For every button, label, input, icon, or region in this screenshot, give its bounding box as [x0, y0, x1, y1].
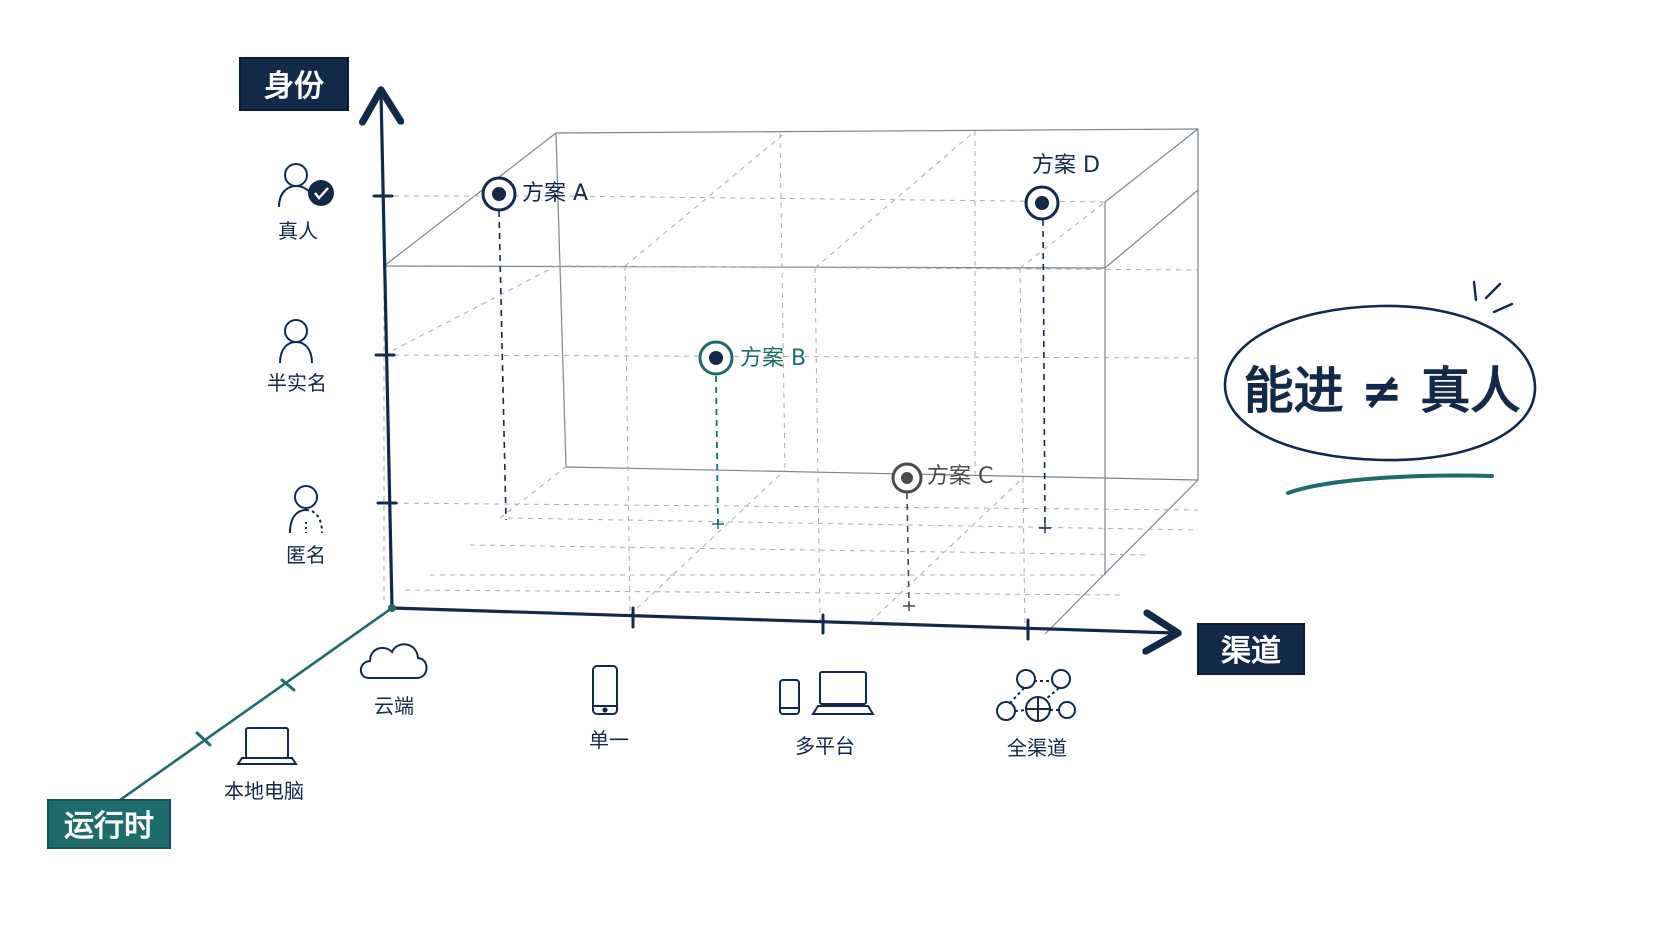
scheme-a-marker[interactable]: 方案 A [481, 176, 588, 521]
phone-icon [592, 665, 618, 715]
channel-axis-line [390, 606, 1175, 633]
scheme-b-label: 方案 B [740, 346, 806, 371]
identity-level-label: 半实名 [267, 371, 327, 395]
channel-axis-tag: 渠道 [1197, 623, 1305, 675]
runtime-level-label: 云端 [374, 694, 414, 718]
identity-level-anon: 匿名 [286, 485, 326, 567]
scheme-d-marker[interactable]: 方案 D [1024, 153, 1100, 533]
identity-level-semi: 半实名 [267, 319, 327, 395]
runtime-axis-tag: 运行时 [47, 799, 171, 849]
callout-bubble: 能进 ≠ 真人 [1223, 280, 1537, 495]
scheme-d-label: 方案 D [1032, 153, 1100, 178]
user-verified-icon [278, 163, 334, 208]
user-icon [279, 319, 313, 364]
laptop-icon [236, 727, 298, 765]
identity-level-label: 真人 [278, 219, 318, 243]
channel-level-label: 单一 [589, 728, 629, 752]
scheme-b-marker[interactable]: 方案 B [698, 340, 806, 529]
user-anonymous-icon [289, 485, 323, 534]
emphasis-marks [1472, 280, 1514, 314]
cloud-icon [359, 643, 428, 679]
identity-axis-tag: 身份 [239, 57, 349, 111]
callout-underline [1286, 473, 1494, 495]
identity-axis-line [381, 93, 392, 610]
channel-level-label: 多平台 [795, 734, 855, 758]
cube-wireframe [383, 128, 1199, 635]
runtime-level-cloud: 云端 [359, 643, 428, 718]
channel-level-single: 单一 [589, 665, 629, 752]
scheme-c-label: 方案 C [927, 464, 993, 489]
channel-axis-title: 渠道 [1221, 634, 1281, 669]
callout-text: 能进 ≠ 真人 [1244, 362, 1521, 420]
channel-level-omni: 全渠道 [996, 669, 1076, 760]
runtime-axis-line [118, 606, 394, 802]
axes [118, 93, 1175, 802]
network-icon [996, 669, 1076, 722]
scheme-a-label: 方案 A [522, 181, 588, 206]
scheme-c-marker[interactable]: 方案 C [891, 462, 993, 611]
runtime-axis-title: 运行时 [64, 809, 154, 844]
identity-level-label: 匿名 [286, 543, 326, 567]
runtime-level-label: 本地电脑 [224, 779, 304, 803]
channel-level-multi: 多平台 [779, 671, 875, 758]
identity-level-real: 真人 [278, 163, 334, 243]
runtime-level-local: 本地电脑 [224, 727, 304, 803]
channel-level-label: 全渠道 [1007, 736, 1067, 760]
identity-axis-title: 身份 [264, 69, 324, 104]
phone-laptop-icon [779, 671, 875, 715]
